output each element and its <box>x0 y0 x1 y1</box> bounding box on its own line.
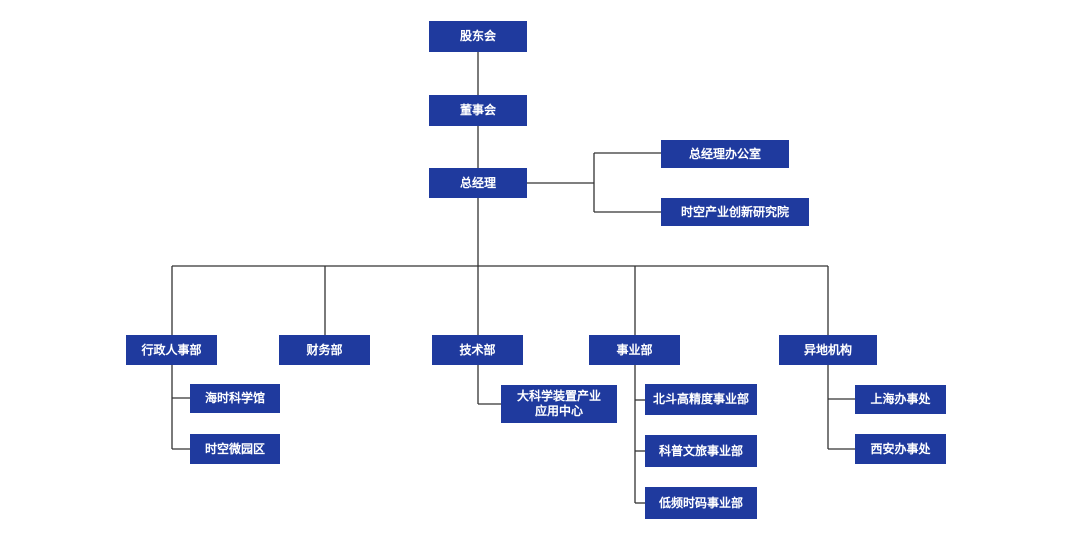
node-dept-tech: 技术部 <box>432 335 523 365</box>
node-tech-sub-1-line-2: 应用中心 <box>534 404 583 418</box>
node-tech-sub-1-line-1: 大科学装置产业 <box>516 389 601 403</box>
node-dept-business: 事业部 <box>589 335 680 365</box>
node-biz-sub-1: 北斗高精度事业部 <box>645 384 757 415</box>
node-admin-sub-1: 海时科学馆 <box>190 384 280 413</box>
node-remote-sub-1: 上海办事处 <box>855 385 946 414</box>
node-research-institute: 时空产业创新研究院 <box>661 198 809 226</box>
node-remote-sub-2: 西安办事处 <box>855 434 946 464</box>
node-dept-remote: 异地机构 <box>779 335 877 365</box>
node-board: 董事会 <box>429 95 527 126</box>
node-dept-finance: 财务部 <box>279 335 370 365</box>
node-shareholders: 股东会 <box>429 21 527 52</box>
node-gm: 总经理 <box>429 168 527 198</box>
node-gm-office: 总经理办公室 <box>661 140 789 168</box>
node-dept-admin: 行政人事部 <box>126 335 217 365</box>
node-biz-sub-2: 科普文旅事业部 <box>645 435 757 467</box>
node-admin-sub-2: 时空微园区 <box>190 434 280 464</box>
node-biz-sub-3: 低频时码事业部 <box>645 487 757 519</box>
node-tech-sub-1: 大科学装置产业 应用中心 <box>501 385 617 423</box>
